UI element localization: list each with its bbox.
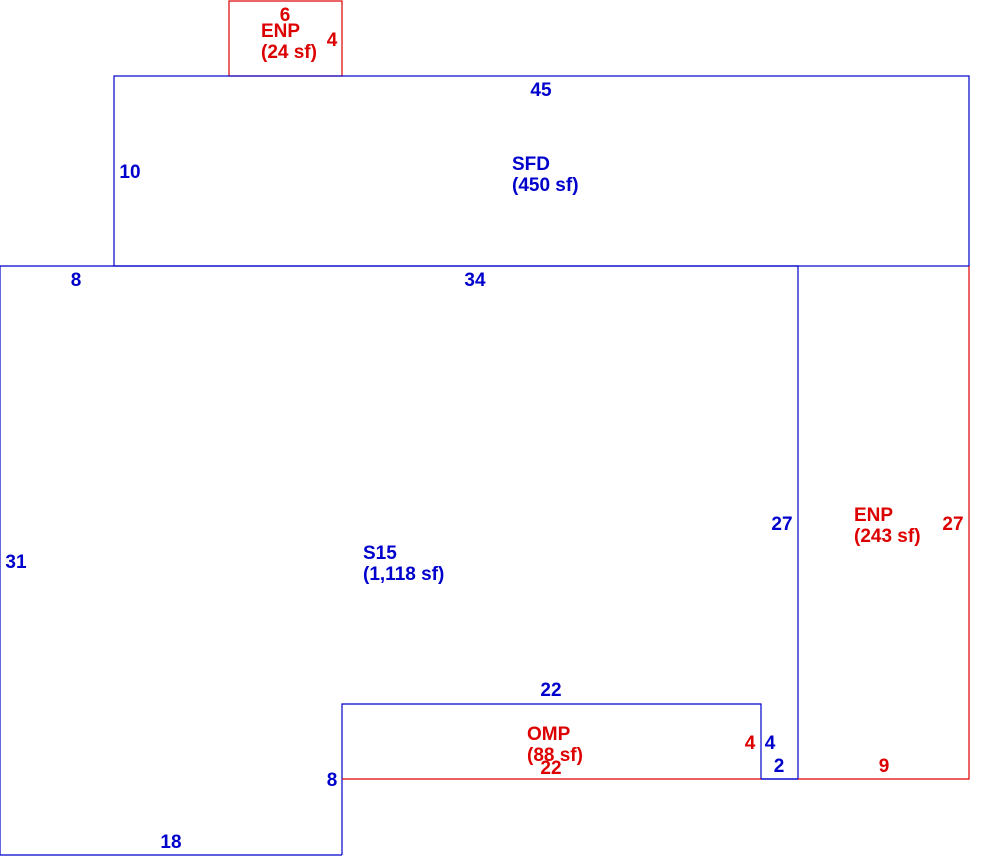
enp-large-area: 27 9 ENP (243 sf) [798,266,970,780]
s15-dim-step-top: 22 [540,680,561,701]
s15-outline [0,265,799,856]
sfd-dim-top: 45 [530,80,552,101]
omp-area-value: (88 sf) [527,745,583,766]
enp-large-label: ENP [854,505,893,526]
s15-area-value: (1,118 sf) [363,564,444,585]
s15-dim-top-left: 8 [71,270,82,291]
enp-small-label: ENP [261,21,300,42]
omp-dim-right: 4 [745,733,756,754]
sfd-label: SFD [512,154,550,175]
enp-small-area: 6 4 ENP (24 sf) [228,0,343,77]
enp-large-dim-right: 27 [942,514,963,535]
s15-area: 8 34 31 27 18 8 22 4 2 S15 (1,118 sf) [0,265,799,856]
s15-dim-step-bottom: 2 [774,756,785,777]
enp-large-outline [798,266,970,780]
sfd-dim-left: 10 [119,162,140,183]
s15-dim-bottom: 18 [160,832,181,853]
s15-dim-step-left: 8 [327,770,338,791]
enp-large-dim-bottom: 9 [879,756,890,777]
s15-dim-step-right: 4 [765,733,776,754]
omp-label: OMP [527,724,571,745]
omp-area: 4 OMP (88 sf) 22 [342,724,761,780]
enp-small-area-value: (24 sf) [261,42,317,63]
sfd-area: 45 10 SFD (450 sf) [113,75,970,267]
s15-dim-left: 31 [5,552,27,573]
sfd-area-value: (450 sf) [512,175,579,196]
s15-dim-top: 34 [464,270,486,291]
s15-dim-right: 27 [771,514,792,535]
enp-small-dim-right: 4 [327,30,338,51]
omp-dim-bottom: 22 [540,758,561,779]
enp-large-area-value: (243 sf) [854,526,921,547]
s15-label: S15 [363,543,397,564]
enp-small-dim-top: 6 [280,5,291,26]
